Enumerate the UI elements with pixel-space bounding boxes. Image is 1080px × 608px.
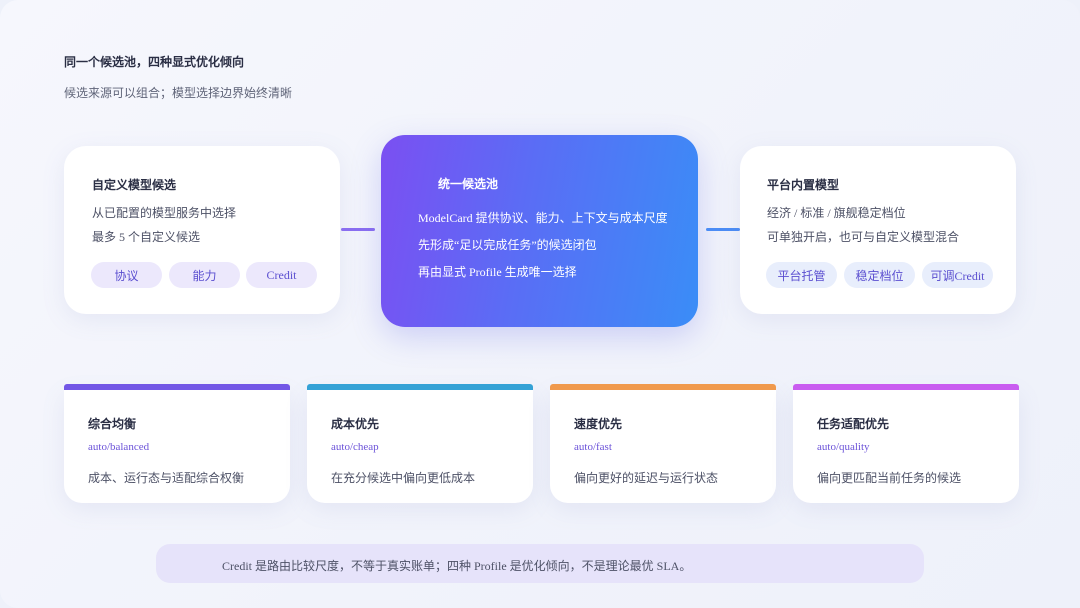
tag-platform-hosted: 平台托管: [766, 262, 837, 288]
profile-description: 偏向更匹配当前任务的候选: [817, 471, 962, 485]
profile-accent-bar: [307, 384, 533, 390]
custom-models-line-2: 最多 5 个自定义候选: [92, 230, 201, 244]
unified-pool-title: 统一候选池: [438, 177, 499, 191]
connector-left: [341, 228, 375, 231]
profile-name: 成本优先: [331, 417, 380, 431]
profile-card-cheap: 成本优先 auto/cheap 在充分候选中偏向更低成本: [307, 384, 533, 503]
unified-pool-line-3: 再由显式 Profile 生成唯一选择: [418, 265, 577, 279]
profile-description: 偏向更好的延迟与运行状态: [574, 471, 719, 485]
tag-protocol: 协议: [91, 262, 162, 288]
custom-models-line-1: 从已配置的模型服务中选择: [92, 206, 237, 220]
profile-accent-bar: [550, 384, 776, 390]
tag-capability: 能力: [169, 262, 240, 288]
tag-stable-tier: 稳定档位: [844, 262, 915, 288]
profile-description: 成本、运行态与适配综合权衡: [88, 471, 245, 485]
page-title: 同一个候选池，四种显式优化倾向: [64, 55, 245, 69]
profile-card-quality: 任务适配优先 auto/quality 偏向更匹配当前任务的候选: [793, 384, 1019, 503]
footnote-banner: Credit 是路由比较尺度，不等于真实账单；四种 Profile 是优化倾向，…: [156, 544, 924, 583]
profile-code: auto/fast: [574, 441, 612, 453]
page-subtitle: 候选来源可以组合；模型选择边界始终清晰: [64, 86, 293, 100]
unified-pool-line-1: ModelCard 提供协议、能力、上下文与成本尺度: [418, 211, 668, 225]
profile-description: 在充分候选中偏向更低成本: [331, 471, 476, 485]
custom-models-card: 自定义模型候选 从已配置的模型服务中选择 最多 5 个自定义候选 协议 能力 C…: [64, 146, 340, 314]
profile-name: 任务适配优先: [817, 417, 890, 431]
profile-code: auto/cheap: [331, 441, 379, 453]
platform-models-line-2: 可单独开启，也可与自定义模型混合: [767, 230, 960, 244]
profile-name: 综合均衡: [88, 417, 137, 431]
profile-code: auto/balanced: [88, 441, 150, 453]
unified-pool-card: 统一候选池 ModelCard 提供协议、能力、上下文与成本尺度 先形成“足以完…: [381, 135, 698, 327]
footnote-text: Credit 是路由比较尺度，不等于真实账单；四种 Profile 是优化倾向，…: [222, 559, 692, 573]
platform-models-line-1: 经济 / 标准 / 旗舰稳定档位: [767, 206, 906, 220]
platform-models-title: 平台内置模型: [767, 178, 840, 192]
tag-credit: Credit: [246, 262, 317, 288]
profile-code: auto/quality: [817, 441, 870, 453]
profile-accent-bar: [64, 384, 290, 390]
tag-adjustable-credit: 可调Credit: [922, 262, 993, 288]
profile-accent-bar: [793, 384, 1019, 390]
profile-name: 速度优先: [574, 417, 623, 431]
platform-models-card: 平台内置模型 经济 / 标准 / 旗舰稳定档位 可单独开启，也可与自定义模型混合…: [740, 146, 1016, 314]
unified-pool-line-2: 先形成“足以完成任务”的候选闭包: [418, 238, 597, 252]
profile-card-fast: 速度优先 auto/fast 偏向更好的延迟与运行状态: [550, 384, 776, 503]
profile-card-balanced: 综合均衡 auto/balanced 成本、运行态与适配综合权衡: [64, 384, 290, 503]
connector-right: [706, 228, 740, 231]
custom-models-title: 自定义模型候选: [92, 178, 177, 192]
